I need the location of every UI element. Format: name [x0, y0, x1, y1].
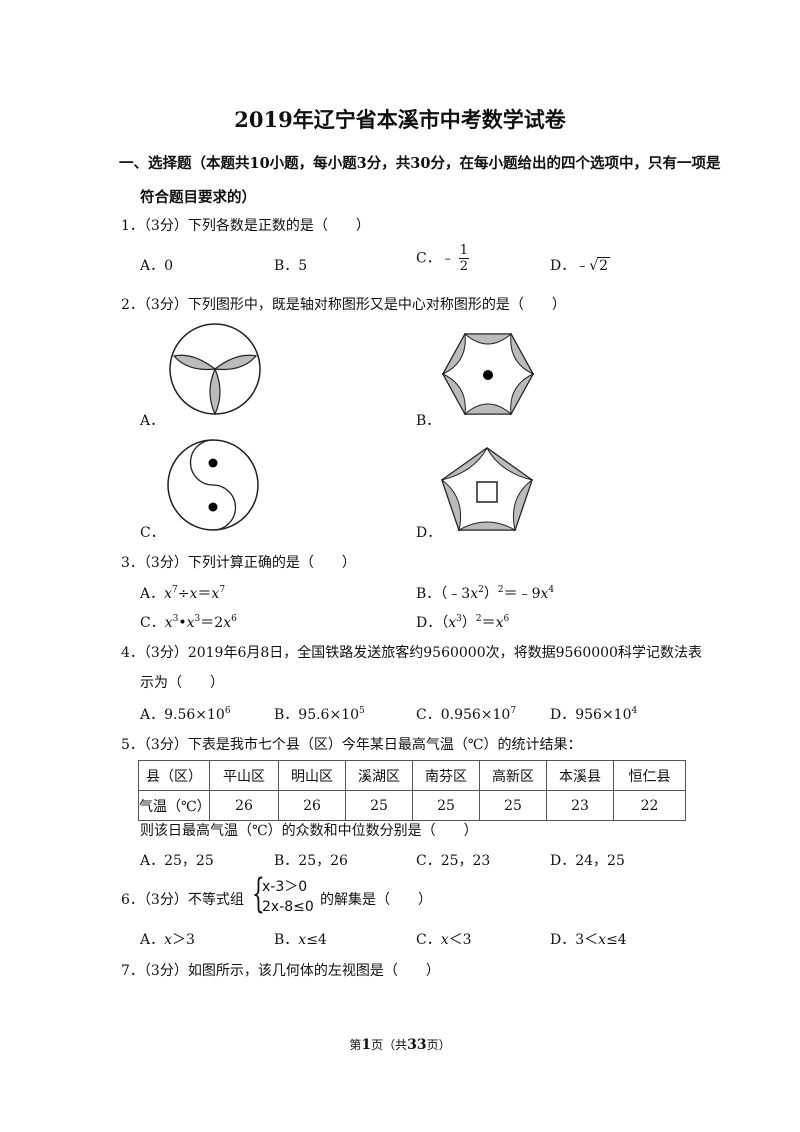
question-5-option-a: A．25，25 [140, 853, 214, 869]
question-2-option-d: D． [416, 525, 442, 541]
page-title: 2019年辽宁省本溪市中考数学试卷 [234, 107, 566, 132]
table-header-cell: 平山区 [209, 760, 279, 791]
table-header-cell: 溪湖区 [345, 760, 413, 791]
question-3-option-d: D．（x3）2＝x6 [416, 614, 510, 632]
question-1-option-d: D．﹣√2 [550, 257, 611, 274]
pentagon-square-figure [441, 447, 533, 532]
question-4-option-a: A．9.56×106 [140, 706, 231, 724]
table-cell: 25 [479, 790, 547, 821]
question-4-option-b: B．95.6×105 [274, 706, 365, 724]
question-6-option-c: C．x＜3 [416, 932, 472, 948]
inequality-2: 2x-8≤0 [262, 899, 314, 915]
table-cell: 气温（℃） [138, 790, 211, 821]
question-2-stem: 2．（3分）下列图形中，既是轴对称图形又是中心对称图形的是（ ） [121, 297, 566, 313]
brace-icon: { [252, 871, 265, 917]
question-4-option-c: C．0.956×107 [416, 706, 517, 724]
table-cell: 26 [209, 790, 279, 821]
page-footer: 第1页（共33页） [349, 1037, 451, 1053]
question-5-stem: 5．（3分）下表是我市七个县（区）今年某日最高气温（℃）的统计结果： [121, 737, 582, 753]
table-header-cell: 本溪县 [546, 760, 614, 791]
table-cell: 26 [278, 790, 346, 821]
question-3-option-c: C．x3•x3＝2x6 [140, 614, 237, 632]
question-3-stem: 3．（3分）下列计算正确的是（ ） [121, 555, 356, 571]
table-header-cell: 县（区） [138, 760, 210, 791]
section-heading-line-1: 一、选择题（本题共10小题，每小题3分，共30分，在每小题给出的四个选项中，只有… [119, 155, 721, 172]
yin-yang-figure [167, 439, 259, 531]
table-row: 气温（℃） 26 26 25 25 25 23 22 [138, 790, 686, 821]
question-4-stem-line-2: 示为（ ） [140, 675, 224, 691]
hexagon-arcs-figure [442, 332, 534, 416]
question-1-option-a: A．0 [140, 258, 174, 274]
question-5-option-c: C．25，23 [416, 853, 491, 869]
question-2-option-b: B． [416, 413, 441, 429]
table-cell: 25 [412, 790, 480, 821]
trefoil-circle-figure [169, 323, 261, 416]
question-4-stem-line-1: 4．（3分）2019年6月8日，全国铁路发送旅客约9560000次，将数据956… [121, 645, 702, 661]
temperature-table: 县（区） 平山区 明山区 溪湖区 南芬区 高新区 本溪县 恒仁县 气温（℃） 2… [138, 760, 686, 821]
question-3-option-b: B．（﹣3x2）2＝﹣9x4 [416, 585, 555, 603]
table-cell: 25 [345, 790, 413, 821]
table-header-cell: 高新区 [479, 760, 547, 791]
question-6-option-d: D．3＜x≤4 [550, 932, 627, 948]
question-5-option-d: D．24，25 [550, 853, 625, 869]
table-row: 县（区） 平山区 明山区 溪湖区 南芬区 高新区 本溪县 恒仁县 [138, 760, 686, 791]
question-6-option-a: A．x＞3 [140, 932, 195, 948]
table-header-cell: 南芬区 [412, 760, 480, 791]
question-4-option-d: D．956×104 [550, 706, 638, 724]
question-6-stem-prefix: 6．（3分）不等式组 [121, 892, 244, 908]
question-3-option-a: A．x7÷x＝x7 [140, 585, 226, 603]
question-2-option-a: A． [140, 413, 165, 429]
sqrt-sign: √ [589, 258, 599, 274]
question-2-option-c: C． [140, 525, 165, 541]
inequality-1: x-3＞0 [262, 879, 308, 895]
table-header-cell: 明山区 [278, 760, 346, 791]
question-6-stem-suffix: 的解集是（ ） [320, 892, 432, 908]
question-5-follow-up: 则该日最高气温（℃）的众数和中位数分别是（ ） [140, 823, 478, 839]
question-1-option-b: B．5 [274, 258, 308, 274]
question-1-stem: 1．（3分）下列各数是正数的是（ ） [121, 218, 370, 234]
section-heading-line-2: 符合题目要求的） [140, 189, 256, 206]
table-cell: 23 [546, 790, 614, 821]
question-5-option-b: B．25，26 [274, 853, 348, 869]
question-7-stem: 7．（3分）如图所示，该几何体的左视图是（ ） [121, 963, 440, 979]
table-cell: 22 [613, 790, 686, 821]
question-6-option-b: B．x≤4 [274, 932, 327, 948]
table-header-cell: 恒仁县 [613, 760, 686, 791]
